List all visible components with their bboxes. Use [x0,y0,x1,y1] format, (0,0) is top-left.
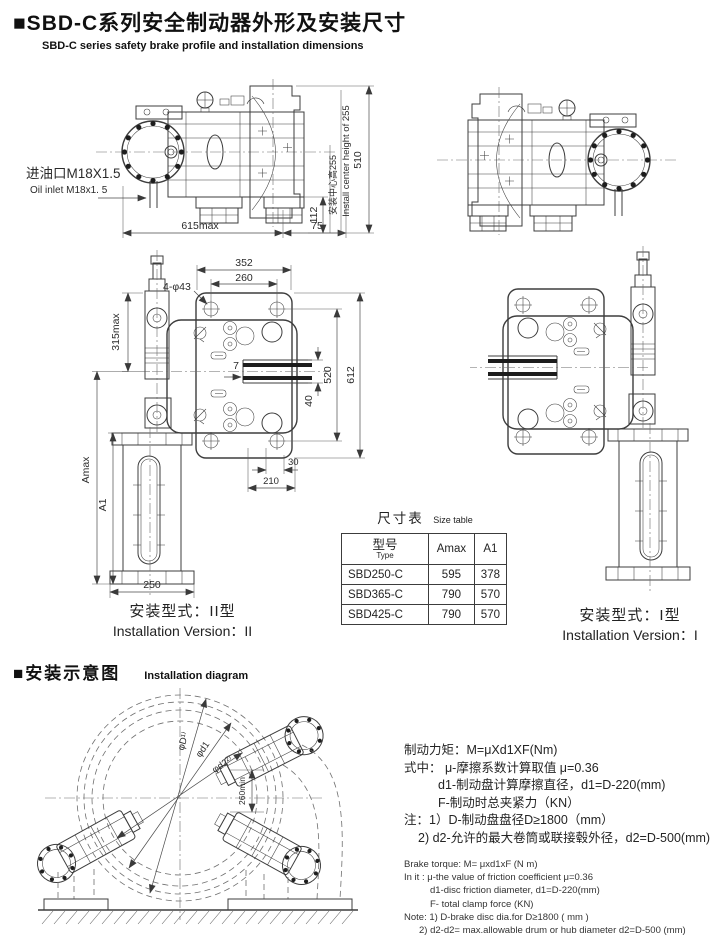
dim-612: 612 [345,366,357,384]
size-table: 尺寸表 Size table 型号 Type Amax A1 SBD250-C … [341,507,509,625]
installation-section-header: ■安装示意图 Installation diagram [13,659,248,684]
note-line: 式中： μ-摩擦系数计算取值 μ=0.36 [404,760,599,775]
notes-chinese: 制动力矩：M=μXd1XF(Nm) 式中： μ-摩擦系数计算取值 μ=0.36 … [404,742,720,848]
label-phi-D: φD¹⁾ [176,731,192,752]
table-row: SBD250-C 595 378 [341,564,508,585]
dim-amax: Amax [80,456,92,484]
dim-112: 112 [308,206,320,223]
dim-520: 520 [322,366,334,384]
dim-510: 510 [352,151,364,169]
dim-352: 352 [235,257,253,269]
note-line: Brake torque: M= μxd1xF (N m) [404,859,538,870]
dim-260: 260 [235,272,253,284]
table-row: SBD425-C 790 570 [341,604,508,625]
dim-315max: 315max [110,313,122,351]
caption-version-1: 安装型式：I型 Installation Version：I [540,604,720,645]
note-line: F-制动时总夹紧力（KN） [438,795,580,810]
table-row: SBD365-C 790 570 [341,584,508,605]
notes-english: Brake torque: M= μxd1xF (N m) In it : μ-… [404,858,720,937]
note-line: 注：1）D-制动盘盘径D≥1800（mm） [404,813,614,828]
note-line: d1-制动盘计算摩擦直径，d1=D-220(mm) [438,778,666,793]
dim-40: 40 [303,395,315,407]
size-table-title: 尺寸表 Size table [341,507,509,528]
dim-30: 30 [288,457,299,468]
page-header: ■SBD-C系列安全制动器外形及安装尺寸 SBD-C series safety… [13,7,406,52]
dim-615max: 615max [181,220,219,232]
caption-version-2-cn: 安装型式：II型 [129,603,236,620]
dim-a1: A1 [97,498,109,511]
oil-inlet-label-en: Oil inlet M18x1. 5 [30,185,108,196]
size-table-header-row: 型号 Type Amax A1 [341,533,508,565]
caption-version-2-en: Installation Version：II [112,623,253,639]
page-title: ■SBD-C系列安全制动器外形及安装尺寸 [13,12,407,35]
install-center-height-cn: 安装中心高255 [327,155,338,215]
page-subtitle: SBD-C series safety brake profile and in… [42,40,364,52]
note-line: 制动力矩：M=μXd1XF(Nm) [404,743,558,757]
brake-unit-bottom-left [30,799,151,890]
dim-4xphi43: 4-φ43 [163,281,191,293]
brake-unit-top-right [209,709,331,797]
label-phi-d1: φd1 [194,740,213,760]
note-line: 2) d2-允许的最大卷筒或联接毂外径，d2=D-500(mm) [418,830,711,845]
size-table-grid: 型号 Type Amax A1 SBD250-C 595 378 SBD365-… [341,533,508,625]
installation-title-cn: ■安装示意图 [13,664,121,683]
dim-75: 75 [311,220,323,232]
note-line: In it : μ-the value of friction coeffici… [404,872,593,884]
caption-version-1-cn: 安装型式：I型 [579,607,681,624]
note-line: 2) d2-d2= max.allowable drum or hub diam… [419,925,686,937]
size-table-title-en: Size table [433,515,473,525]
note-line: F- total clamp force (KN) [430,898,534,910]
dim-210: 210 [263,476,279,487]
caption-version-2: 安装型式：II型 Installation Version：II [85,600,280,641]
size-table-title-cn: 尺寸表 [377,511,424,526]
note-line: d1-disc friction diameter, d1=D-220(mm) [430,885,600,897]
installation-title-en: Installation diagram [144,670,249,682]
caption-version-1-en: Installation Version：I [562,627,698,643]
dim-260min: 260min [237,777,247,805]
dim-250: 250 [143,579,161,591]
dim-7: 7 [233,360,239,372]
col-header-amax: Amax [428,533,475,565]
col-header-type: 型号 Type [341,533,429,565]
brake-unit-bottom-right [207,801,328,892]
note-line: Note: 1) D-brake disc dia.for D≥1800 ( m… [404,911,589,923]
side-view-left: 615max 75 112 510 Install center height … [26,78,374,238]
installation-diagram: φD¹⁾ φd1 φd2²⁾ 260min [30,688,358,925]
install-center-height-en: Install center height of 255 [341,105,352,216]
oil-inlet-label-cn: 进油口M18X1.5 [26,166,121,181]
col-header-a1: A1 [473,533,508,565]
side-view-right [433,86,677,236]
front-view-version-2: 352 260 4-φ43 315max 7 520 612 [80,249,365,598]
